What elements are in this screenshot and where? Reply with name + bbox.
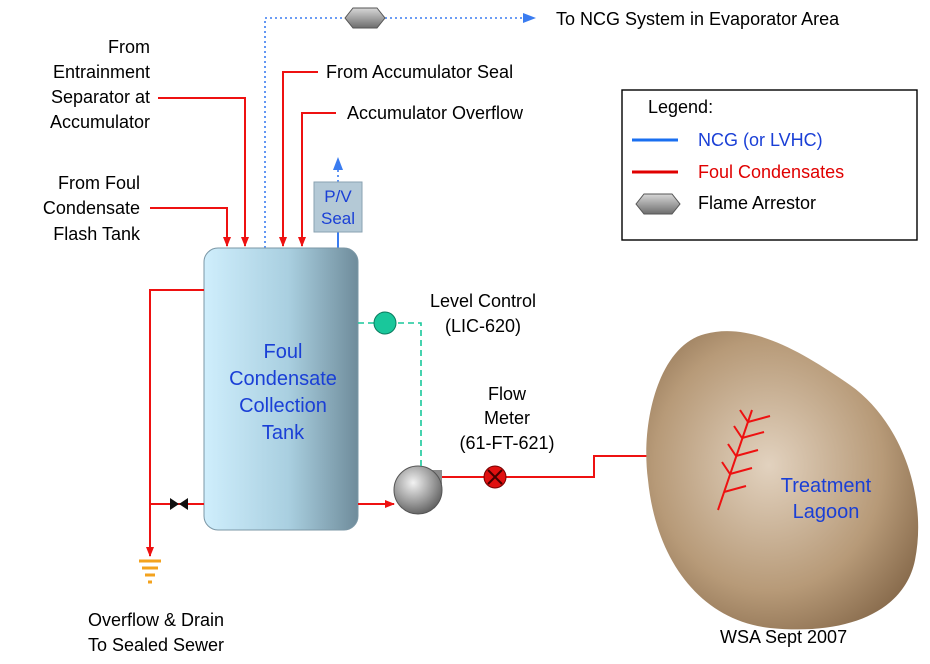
entrainment-inlet-line [158, 97, 249, 247]
level-control-icon [373, 311, 397, 335]
from-foul-condensate-line3: Flash Tank [53, 224, 141, 244]
from-entrainment-line4: Accumulator [50, 112, 150, 132]
lagoon-label-line2: Lagoon [793, 501, 860, 523]
to-ncg-system-label: To NCG System in Evaporator Area [556, 9, 840, 29]
tank-label-line1: Foul [264, 341, 303, 363]
lagoon-label-line1: Treatment [781, 475, 872, 497]
flash-tank-inlet-line [150, 207, 231, 247]
legend-foul-label: Foul Condensates [698, 162, 844, 182]
flow-meter-icon [483, 465, 507, 489]
overflow-line [146, 289, 204, 557]
tank-label-line4: Tank [262, 422, 305, 444]
from-entrainment-line1: From [108, 37, 150, 57]
flow-meter-label-line2: Meter [484, 408, 530, 428]
foul-inlet-lines [150, 71, 336, 247]
overflow-drain-label-line2: To Sealed Sewer [88, 635, 224, 655]
legend-box [621, 89, 918, 241]
legend: Legend: NCG (or LVHC) Foul Condensates F… [621, 89, 918, 241]
tank-label-line2: Condensate [229, 368, 337, 390]
treatment-lagoon [646, 331, 919, 630]
outfall-diffuser-icon [717, 409, 771, 511]
accumulator-overflow-inlet-line [298, 112, 336, 247]
legend-ncg-label: NCG (or LVHC) [698, 130, 823, 150]
legend-flame-arrestor-label: Flame Arrestor [698, 193, 816, 213]
legend-flame-arrestor-icon [635, 193, 681, 215]
from-entrainment-line3: Separator at [51, 87, 150, 107]
level-control-signal-line [358, 322, 422, 470]
from-accumulator-seal-label: From Accumulator Seal [326, 62, 513, 82]
pv-seal-label-line2: Seal [321, 209, 355, 228]
credit-label: WSA Sept 2007 [720, 627, 847, 647]
pv-seal-label-line1: P/V [324, 187, 352, 206]
pump-icon [393, 465, 443, 515]
pv-seal-box [313, 181, 363, 233]
drain-valve-icon [170, 498, 188, 510]
foul-condensate-tank [203, 247, 359, 531]
accumulator-seal-inlet-line [279, 71, 318, 247]
sealed-sewer-icon [139, 559, 161, 584]
flow-meter-label-line1: Flow [488, 384, 527, 404]
level-control-label-line2: (LIC-620) [445, 316, 521, 336]
ncg-line-to-evaporator [264, 13, 536, 248]
ncg-lines [264, 13, 536, 248]
tank-label-line3: Collection [239, 395, 327, 417]
overflow-drain-label-line1: Overflow & Drain [88, 610, 224, 630]
legend-title: Legend: [648, 97, 713, 117]
accumulator-overflow-label: Accumulator Overflow [347, 103, 524, 123]
from-entrainment-line2: Entrainment [53, 62, 150, 82]
flow-meter-label-line3: (61-FT-621) [459, 433, 554, 453]
level-control-label-line1: Level Control [430, 291, 536, 311]
from-foul-condensate-line2: Condensate [43, 198, 140, 218]
flame-arrestor-icon [344, 7, 386, 29]
from-foul-condensate-line1: From Foul [58, 173, 140, 193]
